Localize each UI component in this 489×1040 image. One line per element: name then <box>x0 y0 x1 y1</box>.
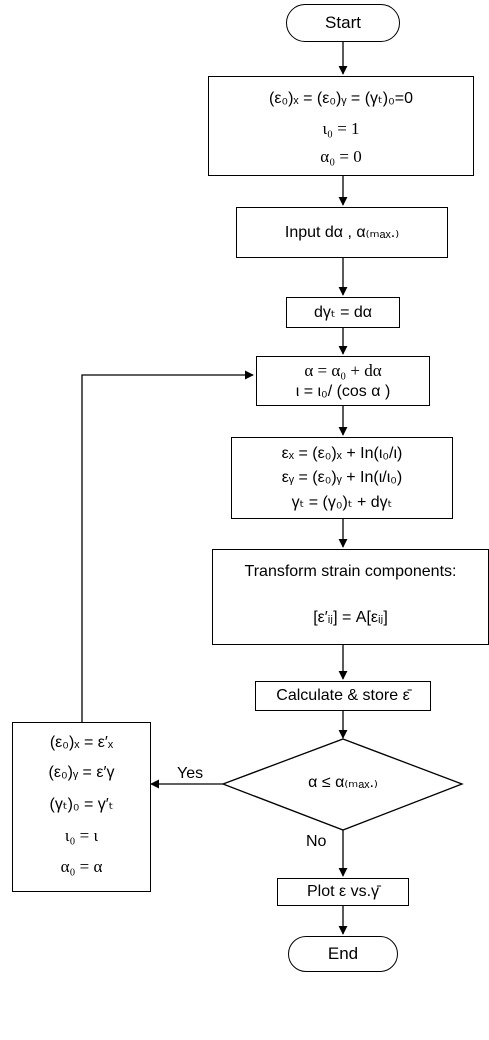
reset-line-2: (ε₀)ᵧ = ε′γ <box>48 764 115 781</box>
input-label: Input dα , α₍ₘₐₓ.₎ <box>284 224 400 241</box>
dgamma-box: dγₜ = dα <box>286 297 400 328</box>
decision-label: α ≤ α₍ₘₐₓ.₎ <box>308 774 378 791</box>
strain-line-3: γₜ = (γ₀)ₜ + dγₜ <box>291 494 393 511</box>
yes-label: Yes <box>177 765 204 782</box>
calculate-box: Calculate & store ε̄ <box>255 681 431 711</box>
start-terminator: Start <box>286 4 400 42</box>
update-box: α = α₀ + dα ι = ι₀/ (cos α ) <box>256 356 430 406</box>
init-line-1: (ε₀)ₓ = (ε₀)ᵧ = (γₜ)₀=0 <box>269 90 413 107</box>
strain-line-2: εᵧ = (ε₀)ᵧ + In(ι/ι₀) <box>281 469 403 486</box>
strain-line-1: εₓ = (ε₀)ₓ + In(ι₀/ι) <box>281 445 403 462</box>
calculate-label: Calculate & store ε̄ <box>276 687 410 704</box>
transform-box: Transform strain components: [ε′ᵢⱼ] = A[… <box>212 549 489 645</box>
reset-line-3: (γₜ)₀ = γ′ₜ <box>49 796 114 813</box>
init-box: (ε₀)ₓ = (ε₀)ᵧ = (γₜ)₀=0 ι₀ = 1 α₀ = 0 <box>208 76 474 176</box>
reset-box: (ε₀)ₓ = ε′ₓ (ε₀)ᵧ = ε′γ (γₜ)₀ = γ′ₜ ι₀ =… <box>12 722 151 892</box>
init-line-2: ι₀ = 1 <box>322 119 360 138</box>
no-label: No <box>306 833 327 850</box>
transform-line-2: [ε′ᵢⱼ] = A[εᵢⱼ] <box>313 609 388 626</box>
loop-back-line <box>81 370 254 722</box>
init-line-3: α₀ = 0 <box>320 147 362 166</box>
end-label: End <box>327 944 359 963</box>
update-line-1: α = α₀ + dα <box>304 361 382 380</box>
decision-diamond <box>221 738 464 831</box>
plot-label: Plot ε vs.γ̄ <box>306 883 380 900</box>
plot-box: Plot ε vs.γ̄ <box>277 878 409 906</box>
end-terminator: End <box>288 936 398 972</box>
strain-box: εₓ = (ε₀)ₓ + In(ι₀/ι) εᵧ = (ε₀)ᵧ + In(ι/… <box>231 437 453 519</box>
update-line-2: ι = ι₀/ (cos α ) <box>295 383 391 400</box>
reset-line-4: ι₀ = ι <box>64 826 99 845</box>
start-label: Start <box>325 13 361 32</box>
reset-line-5: α₀ = α <box>60 857 103 876</box>
input-box: Input dα , α₍ₘₐₓ.₎ <box>236 207 448 258</box>
dgamma-label: dγₜ = dα <box>314 304 372 321</box>
reset-line-1: (ε₀)ₓ = ε′ₓ <box>49 734 114 751</box>
transform-line-1: Transform strain components: <box>244 563 457 580</box>
